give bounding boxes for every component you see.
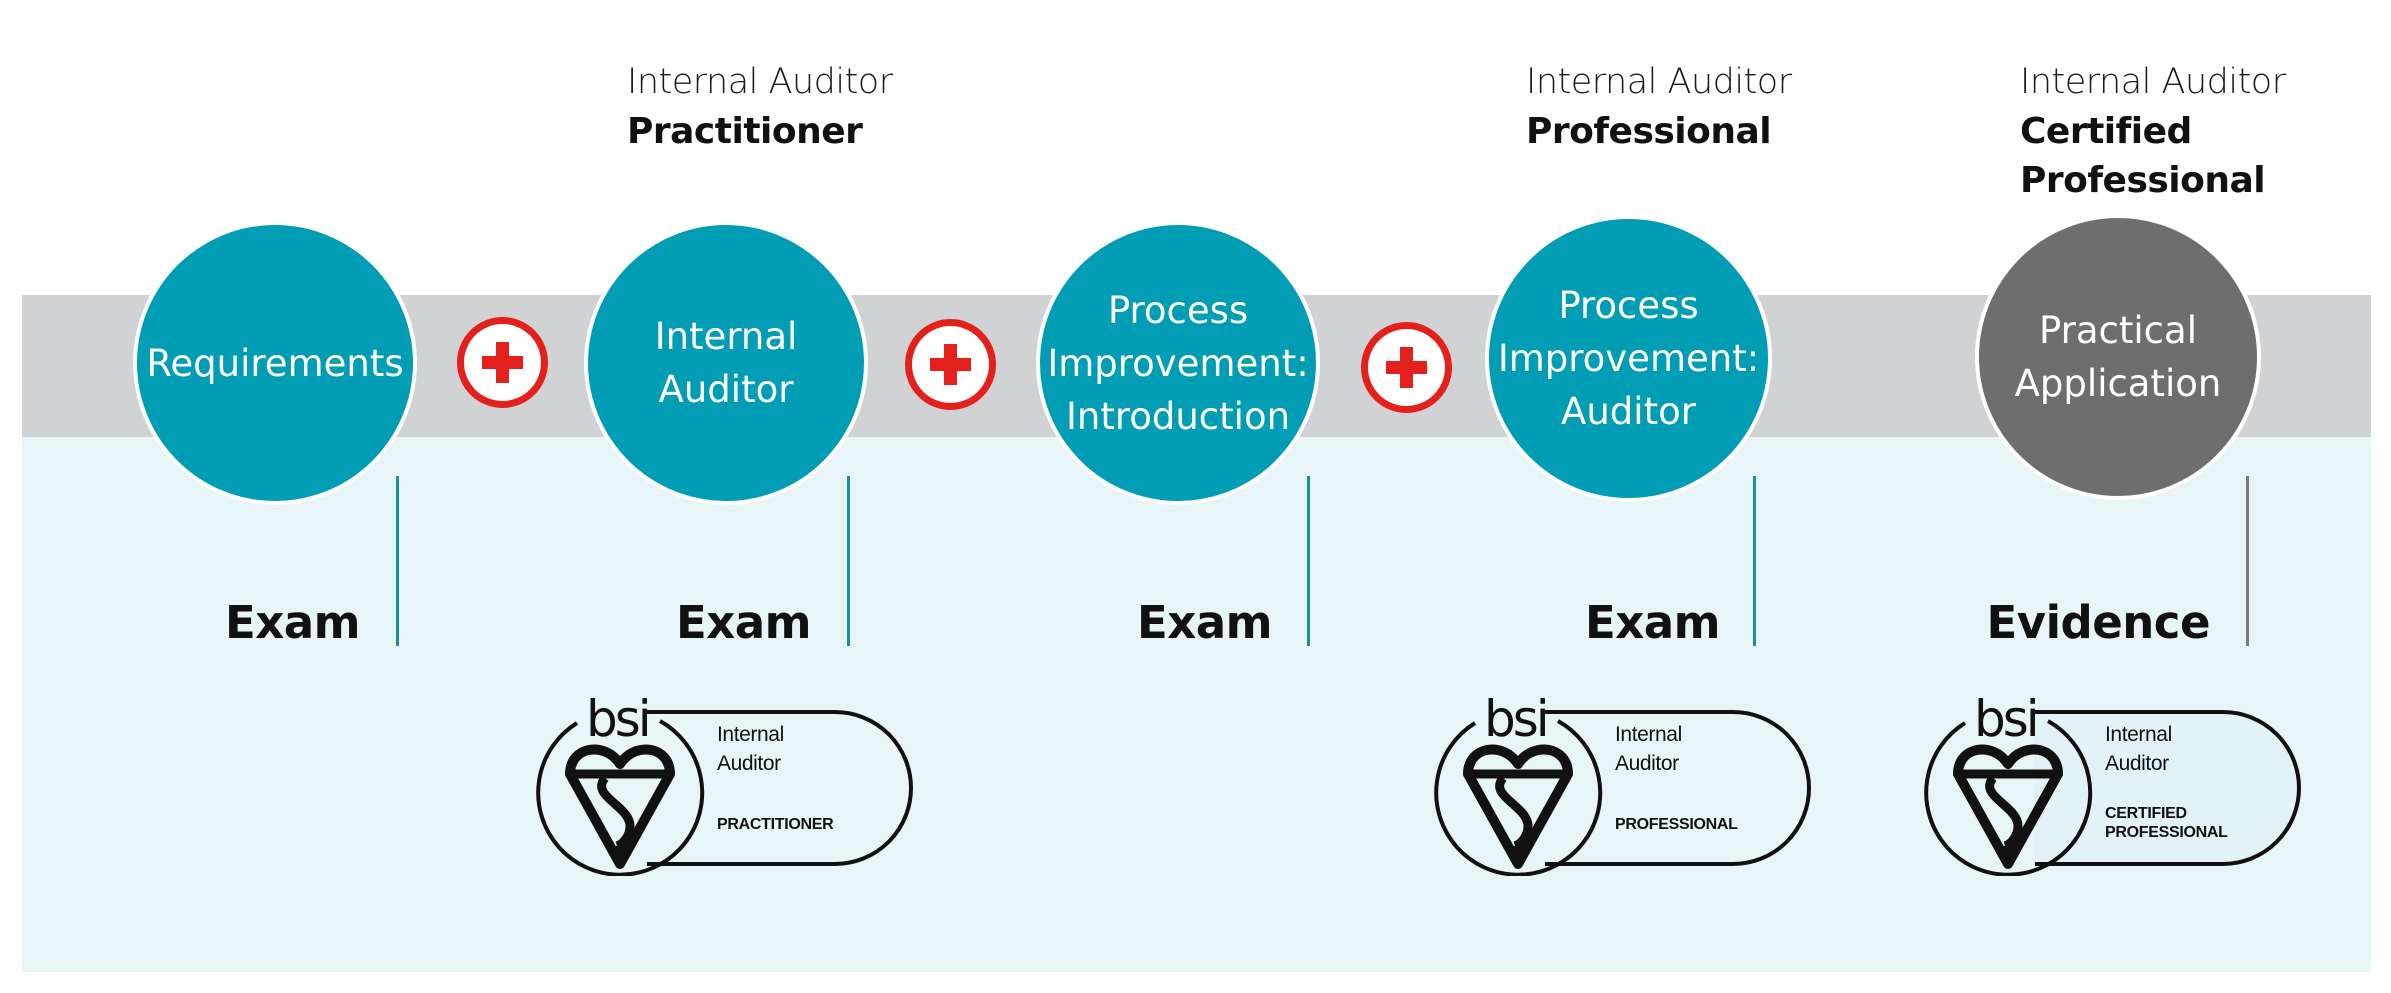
plus-icon xyxy=(1361,322,1452,413)
badge-level: CERTIFIED PROFESSIONAL xyxy=(2105,805,2228,841)
bsi-badge-certified-professional: bsi Internal Auditor CERTIFIED PROFESSIO… xyxy=(1923,686,2301,876)
badge-name-line: Auditor xyxy=(2105,752,2169,775)
heading-subtitle: Internal Auditor xyxy=(627,62,893,102)
connector-line xyxy=(396,476,399,646)
assessment-label-exam: Exam xyxy=(1136,596,1273,649)
connector-line xyxy=(1753,476,1756,646)
step-label: Practical Application xyxy=(2014,309,2222,405)
badge-title: Internal Auditor xyxy=(2105,720,2172,778)
svg-text:bsi: bsi xyxy=(1974,690,2037,748)
step-label: Process Improvement: Auditor xyxy=(1497,284,1760,433)
heading-practitioner: Internal Auditor Practitioner xyxy=(627,58,893,156)
step-label: Internal Auditor xyxy=(654,315,798,411)
assessment-label-exam: Exam xyxy=(224,596,361,649)
bsi-badge-professional: bsi Internal Auditor PROFESSIONAL xyxy=(1433,686,1811,876)
badge-level: PRACTITIONER xyxy=(717,816,834,833)
badge-level: PROFESSIONAL xyxy=(1615,816,1738,833)
heading-title: Practitioner xyxy=(627,111,863,152)
badge-name-line: Internal xyxy=(1615,723,1682,746)
step-label: Requirements xyxy=(146,341,404,385)
assessment-label-exam: Exam xyxy=(1584,596,1721,649)
heading-title: Professional xyxy=(1526,111,1772,152)
assessment-area-band xyxy=(22,437,2371,972)
connector-line xyxy=(1307,476,1310,646)
badge-title: Internal Auditor xyxy=(717,720,784,778)
badge-name-line: Auditor xyxy=(1615,752,1679,775)
bsi-kitemark-icon: bsi xyxy=(1434,690,1811,876)
heading-subtitle: Internal Auditor xyxy=(2020,62,2286,102)
assessment-label-evidence: Evidence xyxy=(1986,596,2211,649)
svg-text:bsi: bsi xyxy=(1484,690,1547,748)
step-process-improvement-introduction: Process Improvement: Introduction xyxy=(1036,221,1320,505)
svg-text:bsi: bsi xyxy=(586,690,649,748)
plus-icon xyxy=(457,317,548,408)
connector-line xyxy=(2246,476,2249,646)
badge-title: Internal Auditor xyxy=(1615,720,1682,778)
step-requirements: Requirements xyxy=(133,221,417,505)
bsi-badge-practitioner: bsi Internal Auditor PRACTITIONER xyxy=(535,686,913,876)
step-internal-auditor: Internal Auditor xyxy=(584,221,868,505)
step-label: Process Improvement: Introduction xyxy=(1047,288,1309,438)
badge-name-line: Auditor xyxy=(717,752,781,775)
bsi-kitemark-icon: bsi xyxy=(1924,690,2301,876)
bsi-kitemark-icon: bsi xyxy=(536,690,913,876)
heading-professional: Internal Auditor Professional xyxy=(1526,58,1792,156)
step-process-improvement-auditor: Process Improvement: Auditor xyxy=(1485,215,1772,502)
heading-subtitle: Internal Auditor xyxy=(1526,62,1792,102)
plus-icon xyxy=(905,319,996,410)
heading-certified-professional: Internal Auditor Certified Professional xyxy=(2020,58,2286,205)
connector-line xyxy=(847,476,850,646)
heading-title: Certified Professional xyxy=(2020,111,2266,201)
badge-name-line: Internal xyxy=(717,723,784,746)
assessment-label-exam: Exam xyxy=(675,596,812,649)
step-practical-application: Practical Application xyxy=(1975,214,2261,500)
badge-name-line: Internal xyxy=(2105,723,2172,746)
